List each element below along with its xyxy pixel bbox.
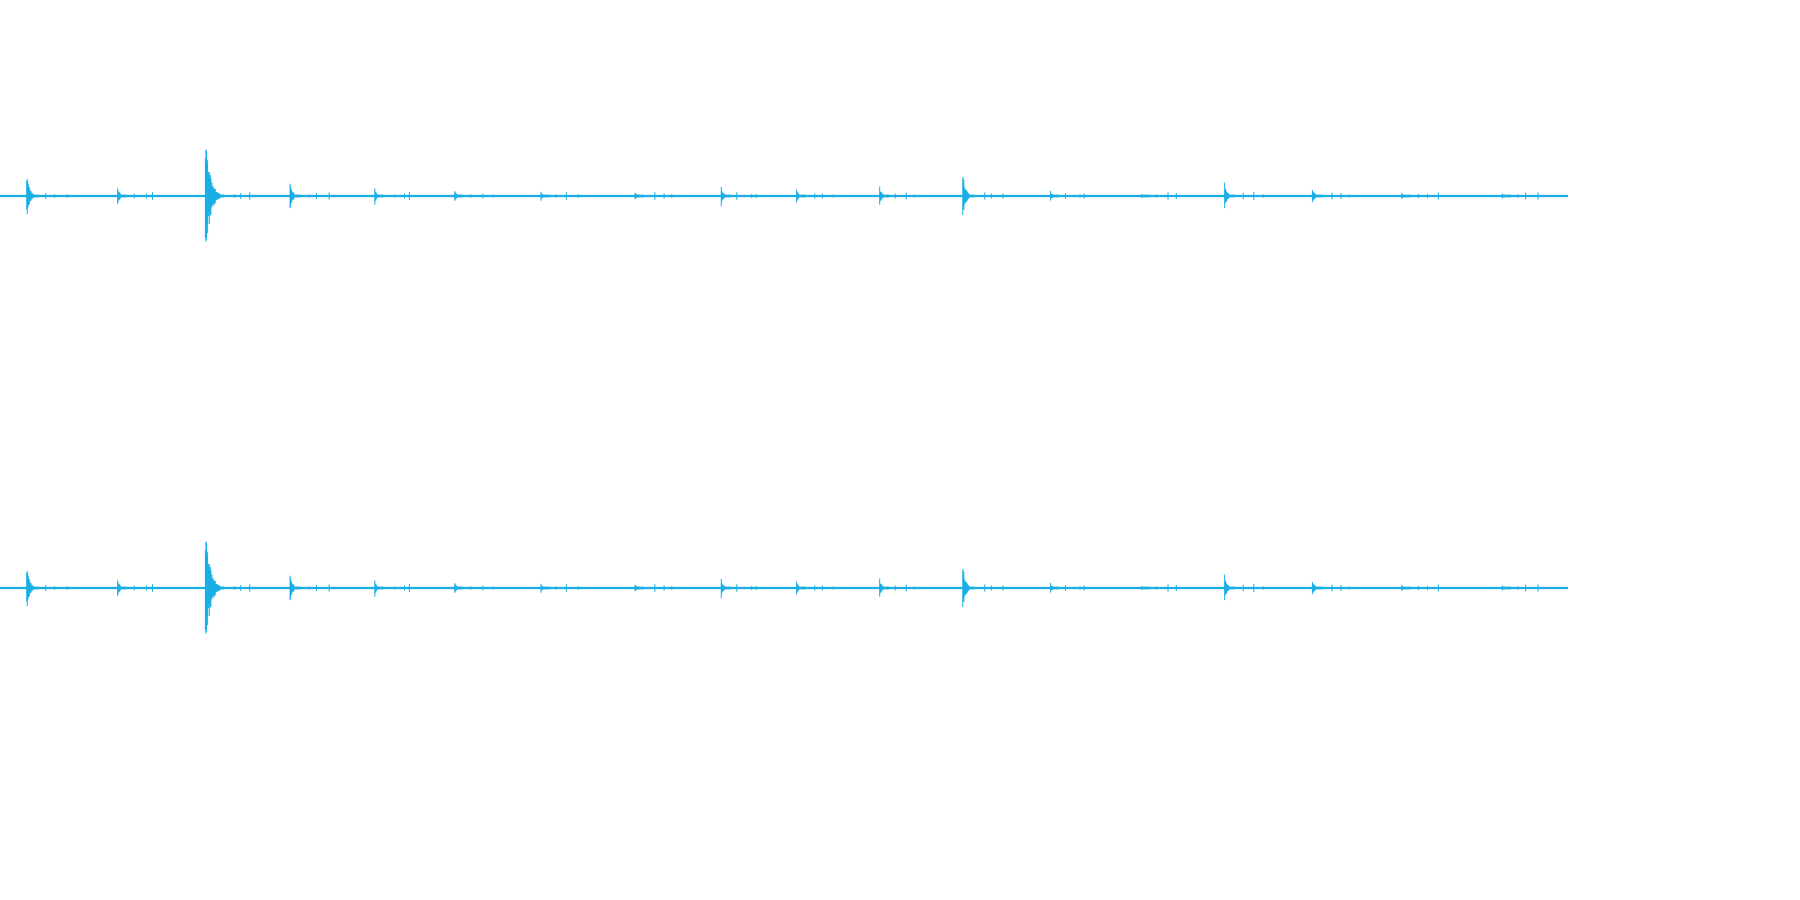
transient-spike: [454, 583, 494, 593]
transient-spike: [796, 581, 834, 595]
waveform-transient: [289, 183, 330, 209]
waveform-transient: [204, 541, 251, 634]
waveform-transient: [1050, 190, 1085, 201]
transient-spike: [540, 583, 579, 593]
transient-spike: [289, 183, 330, 209]
waveform-transient: [1141, 584, 1177, 592]
transient-spike: [1401, 192, 1439, 200]
waveform-transient: [1224, 574, 1264, 601]
waveform-transient: [1311, 189, 1350, 203]
waveform-transient: [796, 189, 834, 203]
waveform-transient: [962, 569, 1004, 608]
waveform-transient: [117, 580, 153, 596]
waveform-transient: [796, 581, 834, 595]
waveform-transient: [1501, 192, 1539, 200]
transient-spike: [117, 188, 153, 204]
transient-spike: [204, 149, 251, 242]
transient-spike: [1401, 584, 1439, 592]
transient-spike: [962, 177, 1004, 216]
transient-spike: [1224, 182, 1264, 209]
waveform-transient: [720, 578, 757, 599]
transient-spike: [879, 578, 915, 597]
transient-spike: [26, 571, 68, 607]
transient-spike: [1050, 582, 1085, 593]
transient-spike: [1141, 192, 1177, 200]
waveform-transient: [962, 177, 1004, 216]
transient-spike: [1311, 581, 1350, 595]
waveform-transient: [540, 583, 579, 593]
waveform-transient: [540, 191, 579, 201]
transient-spike: [962, 569, 1004, 608]
transient-spike: [289, 575, 330, 601]
waveform-transient: [1501, 584, 1539, 592]
waveform-transient: [289, 575, 330, 601]
transient-spike: [634, 584, 673, 592]
waveform-transient: [374, 188, 410, 205]
transient-spike: [204, 541, 251, 634]
waveform-transient: [1141, 192, 1177, 200]
waveform-transient: [374, 580, 410, 597]
waveform-transient: [1050, 582, 1085, 593]
waveform-transient: [879, 578, 915, 597]
waveform-transient: [454, 191, 494, 201]
transient-spike: [1141, 584, 1177, 592]
waveform-transient: [117, 188, 153, 204]
waveform-transient: [1224, 182, 1264, 209]
transient-spike: [1311, 189, 1350, 203]
waveform-transient: [720, 186, 757, 207]
transient-spike: [1501, 192, 1539, 200]
transient-spike: [1501, 584, 1539, 592]
waveform-transient: [1401, 192, 1439, 200]
waveform-transient: [26, 179, 68, 215]
waveform-transient: [1401, 584, 1439, 592]
transient-spike: [1050, 190, 1085, 201]
transient-spike: [1224, 574, 1264, 601]
transient-spike: [117, 580, 153, 596]
waveform-transient: [634, 584, 673, 592]
waveform-transient: [454, 583, 494, 593]
waveform-transient: [204, 149, 251, 242]
transient-spike: [454, 191, 494, 201]
transient-spike: [634, 192, 673, 200]
transient-spike: [26, 179, 68, 215]
channel-top-waveform: [0, 149, 1568, 242]
channel-bottom-waveform: [0, 541, 1568, 634]
transient-spike: [720, 578, 757, 599]
waveform-transient: [879, 186, 915, 205]
transient-spike: [720, 186, 757, 207]
transient-spike: [374, 580, 410, 597]
transient-spike: [879, 186, 915, 205]
waveform-transient: [1311, 581, 1350, 595]
waveform-transient: [634, 192, 673, 200]
transient-spike: [540, 191, 579, 201]
transient-spike: [374, 188, 410, 205]
waveform-transient: [26, 571, 68, 607]
transient-spike: [796, 189, 834, 203]
